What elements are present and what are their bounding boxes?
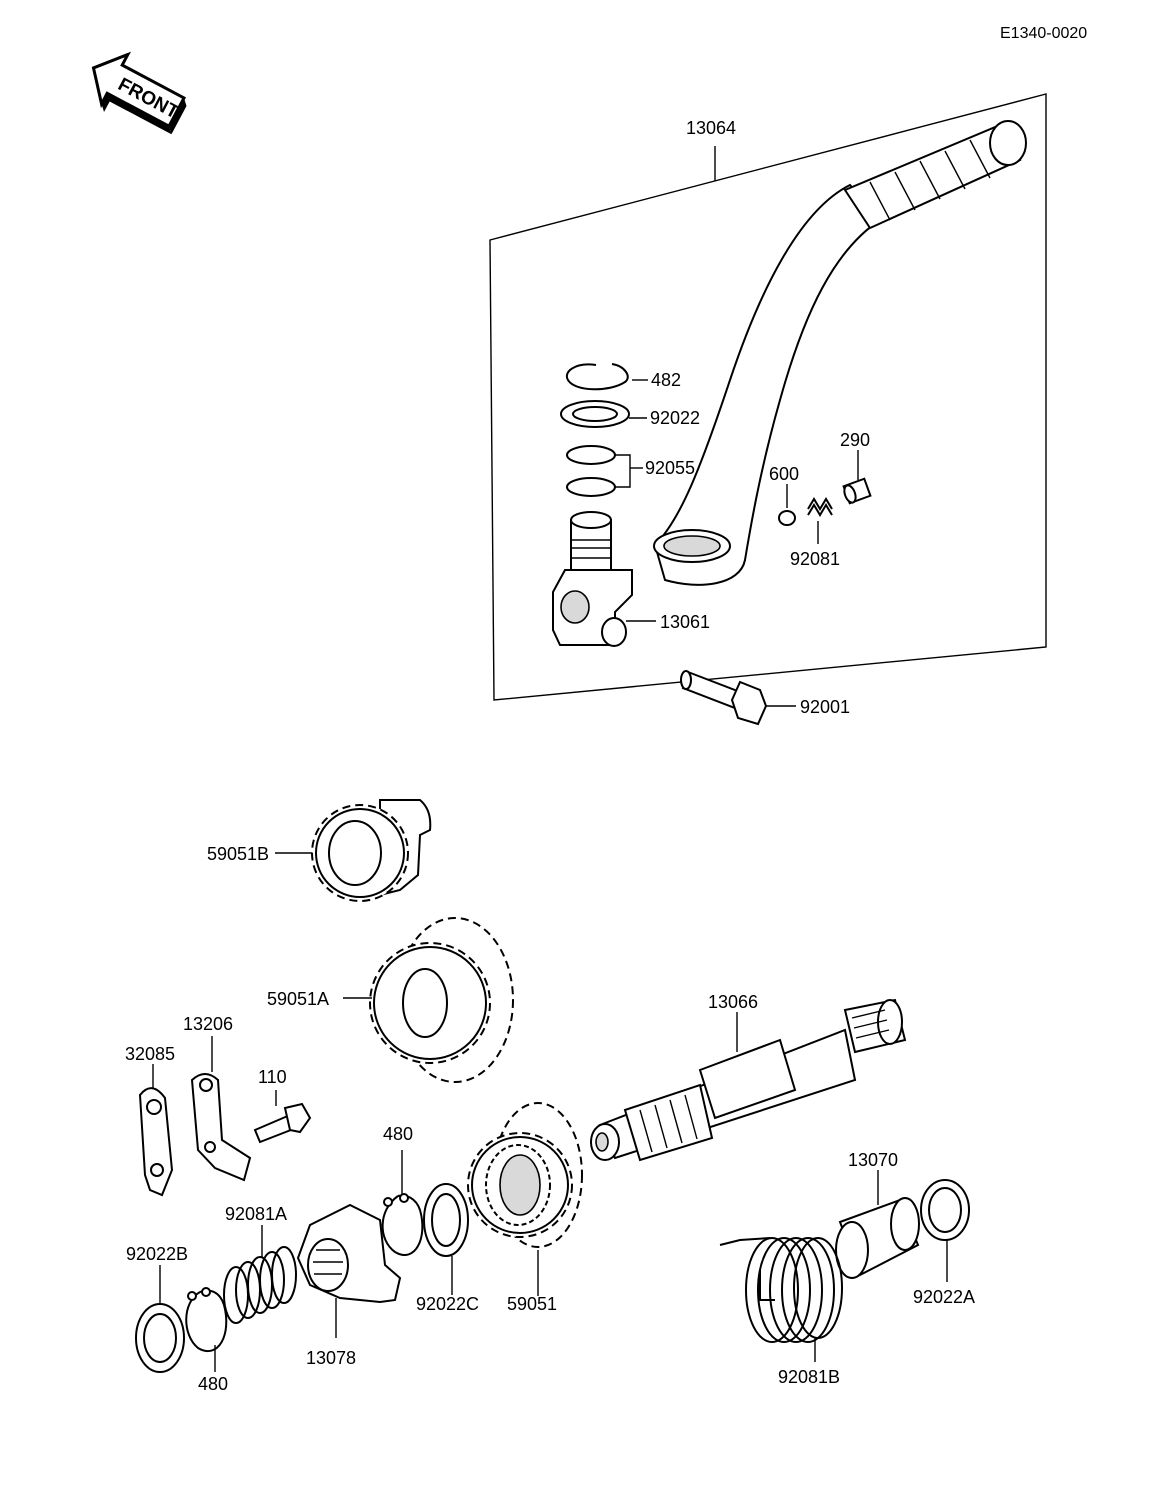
plate-32085: 32085 [125, 1044, 175, 1197]
callout-290: 290 [840, 430, 870, 450]
callout-92081: 92081 [790, 549, 840, 569]
spring-92081 [807, 497, 833, 517]
detent-parts: 600 92081 290 [769, 430, 872, 569]
snap-ring-480-lower: 480 [185, 1287, 228, 1394]
callout-600: 600 [769, 464, 799, 484]
callout-92055: 92055 [645, 458, 695, 478]
o-rings-92055: 92055 [566, 445, 695, 497]
callout-92022A: 92022A [913, 1287, 975, 1307]
callout-13061: 13061 [660, 612, 710, 632]
gear-59051: 59051 [467, 1102, 583, 1314]
callout-13078: 13078 [306, 1348, 356, 1368]
pedal-shaft-13061: 13061 [552, 511, 710, 647]
callout-92022B: 92022B [126, 1244, 188, 1264]
gear-59051A: 59051A [267, 917, 514, 1083]
callout-59051B: 59051B [207, 844, 269, 864]
callout-92022: 92022 [650, 408, 700, 428]
kick-pedal-arm [653, 120, 1027, 586]
front-arrow-icon: FRONT [91, 51, 187, 135]
callout-482: 482 [651, 370, 681, 390]
callout-92022C: 92022C [416, 1294, 479, 1314]
bolt-110: 110 [253, 1067, 312, 1144]
callout-59051A: 59051A [267, 989, 329, 1009]
bolt-92001: 92001 [680, 670, 850, 726]
washer-92022: 92022 [560, 400, 700, 428]
washer-92022A: 92022A [913, 1179, 975, 1307]
ratchet-13078: 13078 [296, 1203, 402, 1368]
snap-ring-480-upper: 480 [381, 1124, 424, 1256]
callout-13064: 13064 [686, 118, 736, 138]
circlip-482: 482 [565, 363, 681, 391]
callout-480-upper: 480 [383, 1124, 413, 1144]
callout-59051: 59051 [507, 1294, 557, 1314]
assembly-outline [489, 93, 1047, 701]
spring-92081B: 92081B [719, 1237, 843, 1387]
callout-32085: 32085 [125, 1044, 175, 1064]
collar-13070: 13070 [835, 1150, 920, 1279]
callout-92081B: 92081B [778, 1367, 840, 1387]
kick-shaft-13066: 13066 [590, 992, 907, 1162]
callout-110: 110 [258, 1067, 287, 1087]
callout-92001: 92001 [800, 697, 850, 717]
plug-290 [842, 477, 872, 505]
gear-59051B: 59051B [207, 799, 432, 902]
guide-13206: 13206 [183, 1014, 252, 1182]
callout-480-lower: 480 [198, 1374, 228, 1394]
washer-92022B: 92022B [126, 1244, 188, 1373]
callout-13066: 13066 [708, 992, 758, 1012]
spring-92081A: 92081A [223, 1204, 297, 1324]
callout-13070: 13070 [848, 1150, 898, 1170]
callout-92081A: 92081A [225, 1204, 287, 1224]
diagram-code: E1340-0020 [1000, 25, 1087, 42]
washer-92022C: 92022C [416, 1183, 479, 1314]
callout-13206: 13206 [183, 1014, 233, 1034]
